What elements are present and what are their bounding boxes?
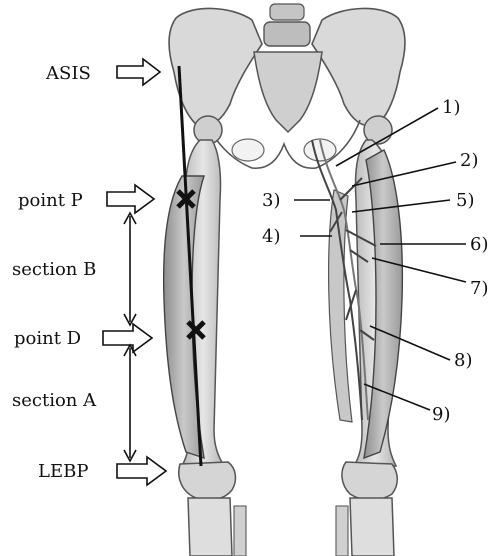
vessel-label-3: 3) [262,190,280,211]
section-a-label: section A [12,390,97,411]
vessel-label-8: 8) [454,350,472,371]
vessel-label-9: 9) [432,404,450,425]
point-d-label: point D [14,328,81,349]
section-b-span [124,213,136,325]
left-thigh [164,140,246,556]
asis-label: ASIS [45,63,91,84]
vessel-label-1: 1) [442,97,460,118]
arrow-point-d [103,324,152,352]
arrow-point-p [107,185,154,213]
vessel-label-7: 7) [470,278,488,299]
arrow-asis [117,59,160,85]
lebp-label: LEBP [38,461,88,482]
vessel-label-4: 4) [262,226,280,247]
vessel-label-2: 2) [460,150,478,171]
vessel-label-6: 6) [470,234,488,255]
arrow-lebp [117,457,166,485]
section-b-label: section B [12,259,96,280]
section-a-span [124,345,136,461]
right-thigh [329,140,403,556]
point-p-label: point P [18,190,83,211]
vessel-label-5: 5) [456,190,474,211]
